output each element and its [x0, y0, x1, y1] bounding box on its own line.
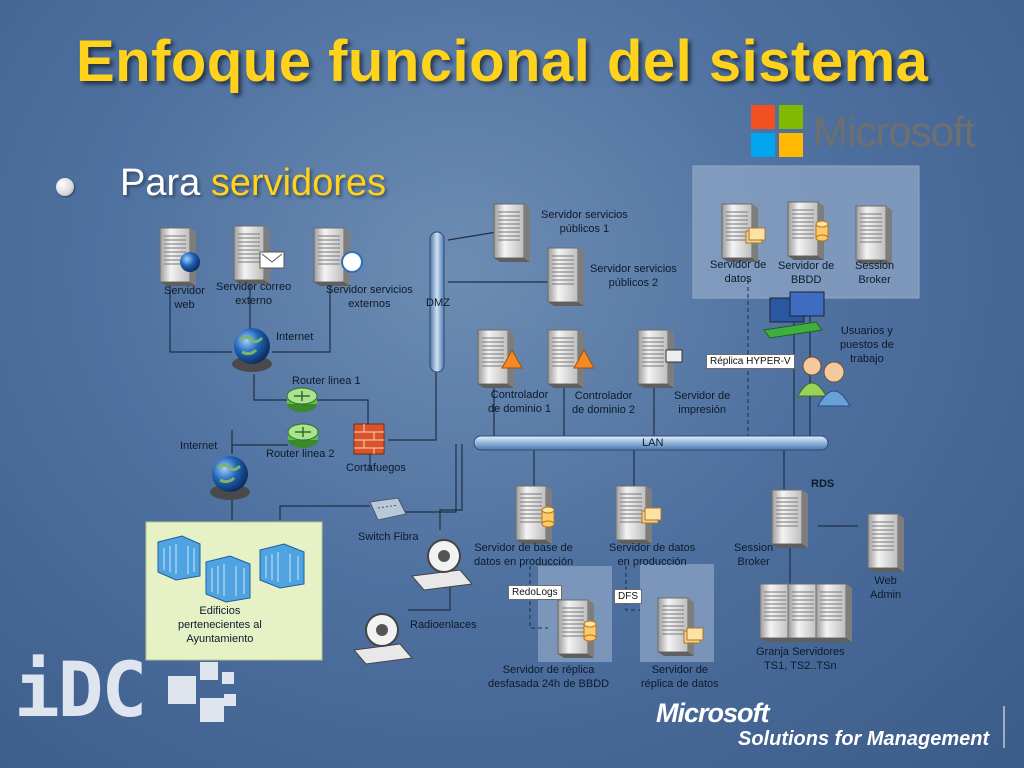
switch-icon	[369, 497, 407, 521]
microsoft-wordmark: Microsoft	[813, 108, 975, 155]
monitors-icon	[763, 291, 825, 339]
firewall-icon	[353, 423, 385, 455]
label-firewall: Cortafuegos	[346, 462, 406, 474]
ms-mgmt-tagline: Solutions for Management	[738, 728, 990, 750]
lan-bus	[473, 435, 829, 451]
mail-icon	[259, 251, 285, 269]
globe-icon	[230, 326, 274, 374]
idc-logo: iDC	[14, 645, 147, 734]
database-icon	[541, 506, 555, 528]
connection-lines	[169, 231, 858, 611]
radio-antenna-icon	[353, 613, 413, 665]
label-dfs: DFS	[614, 589, 642, 604]
users-icon	[797, 356, 851, 407]
bullet-icon	[56, 178, 74, 196]
microsoft-logo-icon	[751, 105, 803, 157]
folder-icon	[683, 627, 704, 644]
database-icon	[583, 620, 597, 642]
radio-antenna-icon	[411, 539, 473, 591]
label-internet-2: Internet	[180, 440, 218, 452]
dmz-bus	[429, 231, 445, 373]
database-icon	[815, 220, 829, 242]
label-redologs: RedoLogs	[508, 585, 562, 600]
globe-icon	[208, 454, 252, 502]
router-icon	[287, 423, 319, 449]
ms-mgmt-wordmark: Microsoft	[656, 698, 769, 728]
slide-title: Enfoque funcional del sistema	[76, 29, 929, 94]
label-radio-links: Radioenlaces	[410, 619, 477, 631]
bullet-text: Para servidores	[120, 162, 387, 204]
label-router-1: Router linea 1	[292, 375, 361, 387]
label-hyperv-replica: Réplica HYPER-V	[706, 354, 795, 369]
label-dmz: DMZ	[426, 297, 450, 309]
buildings-icon	[157, 535, 305, 603]
router-icon	[286, 387, 318, 413]
globe-icon	[180, 252, 200, 272]
label-lan: LAN	[642, 437, 664, 449]
printer-icon	[665, 349, 683, 363]
label-fiber-switch: Switch Fibra	[358, 531, 419, 543]
label-rds: RDS	[811, 478, 835, 490]
label-internet-1: Internet	[276, 331, 314, 343]
label-router-2: Router linea 2	[266, 448, 335, 460]
gear-icon	[341, 251, 363, 273]
idc-squares-icon	[168, 662, 240, 734]
folder-icon	[641, 507, 662, 524]
folder-icon	[745, 227, 766, 244]
